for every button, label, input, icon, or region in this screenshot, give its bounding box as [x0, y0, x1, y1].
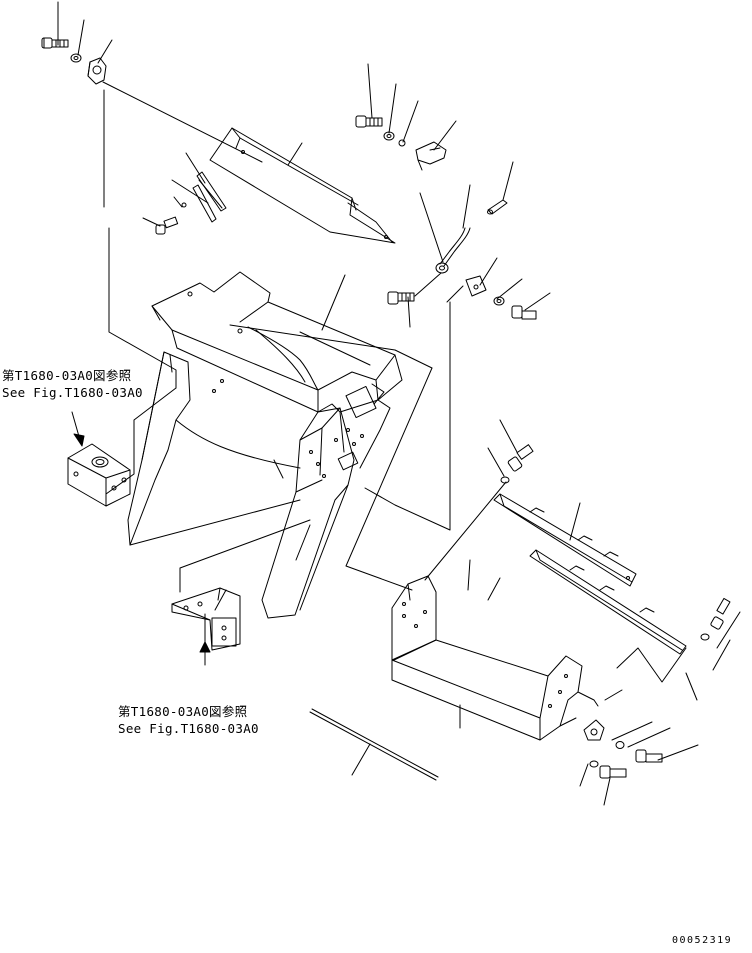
pin-icon [488, 200, 508, 214]
clip-nut-icon [584, 720, 604, 740]
clip-nut-icon [88, 58, 106, 84]
leader-line [215, 590, 226, 610]
assembly-line [365, 302, 450, 530]
assembly-lines [103, 82, 506, 645]
lower-frame [392, 576, 598, 740]
assembly-line [395, 350, 432, 368]
thin-strip-pieces [182, 172, 226, 222]
rod-icon [436, 228, 470, 273]
assembly-line [106, 388, 176, 494]
leader-line [525, 293, 550, 310]
washer-icon [590, 742, 624, 768]
leader-line [488, 448, 504, 476]
lower-rail-strip [494, 494, 636, 586]
leader-line [468, 560, 470, 590]
leader-line [172, 180, 208, 203]
leader-line [686, 673, 697, 700]
bolt-icon [356, 116, 382, 127]
reference-label-en-left: See Fig.T1680-03A0 [2, 385, 143, 400]
leader-line [186, 153, 205, 183]
leader-line [288, 143, 302, 165]
leader-line [408, 297, 410, 327]
leader-line [604, 778, 610, 805]
leader-line [628, 728, 670, 747]
reference-arrow-icon [200, 642, 210, 665]
leader-line [463, 185, 470, 228]
leader-line [658, 745, 698, 760]
leader-line [500, 420, 517, 452]
seal-strip [310, 709, 438, 780]
assembly-line [103, 82, 262, 162]
leader-line [389, 84, 396, 133]
leader-line [434, 121, 456, 150]
assembly-line [415, 273, 441, 296]
bracket-clip-icon [416, 142, 446, 170]
washer-icon [701, 634, 709, 640]
lower-center-bracket [172, 588, 240, 650]
bolt-icon [600, 766, 626, 778]
bolt-icon [636, 750, 662, 762]
washer-icon [494, 297, 504, 305]
nut-icon [399, 140, 405, 146]
leader-line [174, 197, 182, 207]
small-bolt-icon [156, 217, 178, 234]
callout-leaders [58, 2, 740, 805]
leader-line [480, 258, 497, 285]
assembly-line [109, 228, 176, 388]
left-mount-bracket [68, 444, 130, 506]
assembly-line [420, 193, 443, 262]
leader-line [503, 162, 513, 200]
lower-rail-strip [530, 550, 686, 654]
bolt-icon [42, 38, 68, 48]
hinge-bracket-icon [466, 276, 486, 296]
right-pillar-panel [262, 400, 390, 618]
assembly-line [180, 520, 310, 592]
leader-line [497, 279, 522, 299]
drawing-number: 00052319 [672, 935, 733, 946]
leader-line [488, 578, 500, 600]
leader-line [78, 20, 84, 55]
leader-line [605, 690, 622, 700]
leader-line [612, 722, 652, 740]
leader-line [98, 40, 112, 63]
bolt-icon [710, 598, 730, 629]
washer-icon [71, 54, 81, 62]
reference-label-en-bottom: See Fig.T1680-03A0 [118, 721, 259, 736]
reference-label-jp-left: 第T1680-03A0図参照 [2, 368, 132, 383]
leader-line [570, 503, 580, 540]
upper-cover-plate [210, 128, 395, 243]
leader-line [580, 764, 588, 786]
leader-line [403, 101, 418, 142]
bolt-icon [507, 445, 533, 472]
washer-icon [384, 132, 394, 140]
reference-label-jp-bottom: 第T1680-03A0図参照 [118, 704, 248, 719]
leader-line [717, 612, 740, 648]
assembly-line [425, 482, 506, 580]
leader-line [322, 275, 345, 330]
main-housing [152, 272, 402, 452]
leader-line [368, 64, 372, 118]
bolt-icon [388, 292, 414, 304]
reference-arrow-icon [72, 412, 84, 446]
leader-line [617, 648, 686, 682]
assembly-line [346, 368, 432, 590]
leader-line [352, 744, 370, 775]
assembly-line [447, 286, 463, 302]
leader-line [713, 640, 730, 670]
bolt-icon [512, 306, 536, 319]
washer-icon [501, 477, 509, 483]
left-side-panel [128, 352, 300, 545]
